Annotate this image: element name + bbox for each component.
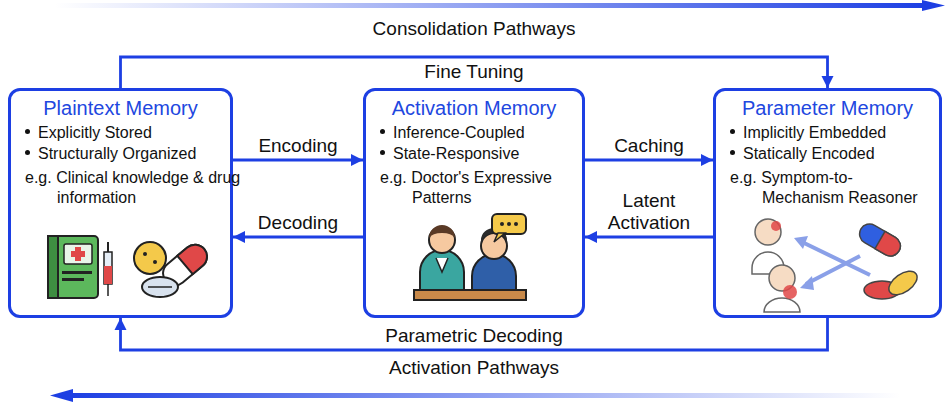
pathway-heading: Activation Pathways [389, 357, 559, 379]
bullet-item: Explicitly Stored [25, 124, 152, 142]
bullet-dot [25, 129, 30, 134]
edge-label: Encoding [258, 135, 337, 157]
bullet-text: Inference-Coupled [393, 124, 525, 141]
bullet-item: Statically Encoded [730, 145, 875, 163]
flow-arrow [585, 159, 713, 162]
bullet-text: State-Responsive [393, 145, 519, 162]
bullet-text: Statically Encoded [743, 145, 875, 162]
bullet-dot [730, 150, 735, 155]
edge-label: Caching [614, 135, 684, 157]
bullet-dot [25, 150, 30, 155]
bullet-dot [380, 129, 385, 134]
example-text: e.g. Clinical knowledge & drug informati… [25, 168, 243, 208]
doctor-patient-icon [414, 214, 526, 300]
edge-label: Parametric Decoding [385, 325, 562, 347]
example-text: e.g. Symptom-to-Mechanism Reasoner [730, 168, 930, 208]
bullet-item: Structurally Organized [25, 145, 196, 163]
bottom-gradient-arrow [50, 389, 900, 402]
bullet-dot [730, 129, 735, 134]
bullet-item: Inference-Coupled [380, 124, 525, 142]
book-syringe-pills-icon [48, 236, 212, 298]
box-title: Activation Memory [366, 97, 582, 120]
bullet-dot [380, 150, 385, 155]
bullet-text: Implicitly Embedded [743, 124, 886, 141]
pathway-heading: Consolidation Pathways [373, 18, 576, 40]
flow-arrow [121, 318, 828, 350]
bullet-item: State-Responsive [380, 145, 519, 163]
memory-box: Plaintext MemoryExplicitly StoredStructu… [8, 88, 233, 318]
flow-arrow [233, 236, 363, 239]
bullet-text: Structurally Organized [38, 145, 196, 162]
bullet-item: Implicitly Embedded [730, 124, 886, 142]
flow-arrow [121, 57, 828, 88]
bullet-text: Explicitly Stored [38, 124, 152, 141]
box-title: Plaintext Memory [11, 97, 230, 120]
example-text: e.g. Doctor's Expressive Patterns [380, 168, 590, 208]
top-gradient-arrow [55, 0, 945, 11]
edge-label: Fine Tuning [424, 61, 523, 83]
flow-arrow [233, 159, 363, 162]
edge-label: Decoding [258, 212, 338, 234]
box-title: Parameter Memory [716, 97, 939, 120]
edge-label: Latent Activation [599, 190, 699, 234]
flow-arrow [585, 236, 713, 239]
symptom-mechanism-icon [752, 219, 921, 312]
